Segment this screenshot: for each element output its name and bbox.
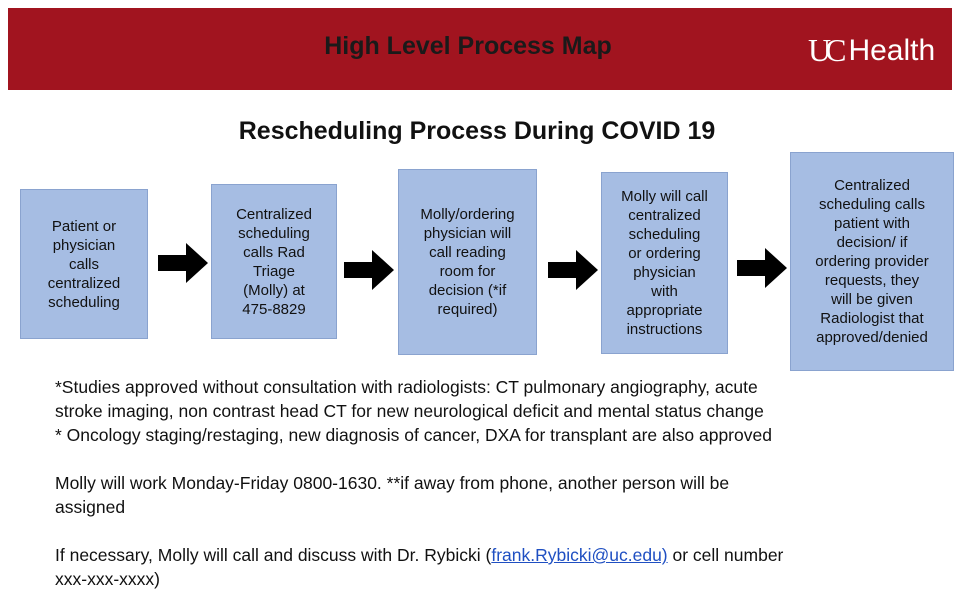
- uc-health-logo: UC Health: [808, 32, 935, 69]
- right-arrow-icon: [737, 248, 787, 288]
- header-band: High Level Process Map UC Health: [8, 8, 952, 90]
- email-link[interactable]: frank.Rybicki@uc.edu): [491, 545, 668, 565]
- hours-note: Molly will work Monday-Friday 0800-1630.…: [55, 473, 730, 517]
- contact-note: If necessary, Molly will call and discus…: [55, 545, 784, 589]
- logo-text: Health: [848, 33, 936, 67]
- diagram-title: Rescheduling Process During COVID 19: [238, 117, 716, 145]
- right-arrow-icon: [548, 250, 598, 290]
- right-arrow-icon: [344, 250, 394, 290]
- logo-mark: UC: [808, 32, 847, 68]
- notes-section: *Studies approved without consultation w…: [55, 375, 945, 591]
- approved-studies-note: *Studies approved without consultation w…: [55, 377, 772, 445]
- page-title: High Level Process Map: [324, 32, 612, 60]
- right-arrow-icon: [158, 243, 208, 283]
